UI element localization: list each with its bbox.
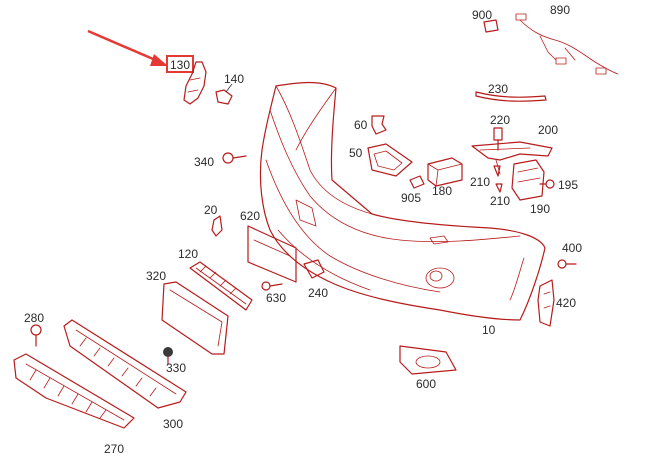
highlight-arrow-head [150,54,168,66]
part-905-connector[interactable] [409,175,425,189]
part-320-panel[interactable] [161,281,229,355]
part-50-bracket[interactable] [367,143,413,177]
part-195-screw[interactable] [539,179,555,189]
callout-140[interactable]: 140 [224,72,244,86]
callout-210-upper[interactable]: 210 [470,175,490,189]
callout-890[interactable]: 890 [550,3,570,17]
callout-195[interactable]: 195 [558,178,578,192]
part-240-cover[interactable] [303,259,325,279]
part-210-fastener[interactable] [493,165,503,193]
part-400-screw[interactable] [557,259,577,269]
part-330-clip[interactable] [163,347,173,365]
callout-10[interactable]: 10 [482,323,496,337]
callout-220[interactable]: 220 [490,113,510,127]
part-300-lower-grille[interactable] [63,319,187,409]
part-130-clip[interactable] [183,61,207,105]
part-340-screw[interactable] [222,152,247,164]
callout-190[interactable]: 190 [530,202,550,216]
callout-130[interactable]: 130 [170,58,190,72]
part-140-clip[interactable] [215,83,233,105]
callout-200[interactable]: 200 [538,123,558,137]
callout-320[interactable]: 320 [146,269,166,283]
part-900-connector[interactable] [483,19,499,33]
part-890-harness[interactable] [515,13,619,75]
part-200-bracket[interactable] [471,141,553,175]
part-10-bumper[interactable] [259,81,546,321]
callout-340[interactable]: 340 [194,155,214,169]
callout-120[interactable]: 120 [178,247,198,261]
callout-330[interactable]: 330 [166,361,186,375]
callout-905[interactable]: 905 [401,191,421,205]
highlight-arrow [87,29,161,64]
callout-240[interactable]: 240 [308,286,328,300]
callout-50[interactable]: 50 [349,146,363,160]
part-220-bolt[interactable] [493,127,503,151]
part-620-plate[interactable] [247,225,297,283]
part-600-bezel[interactable] [399,345,457,375]
callout-600[interactable]: 600 [416,377,436,391]
callout-630[interactable]: 630 [266,291,286,305]
callout-420[interactable]: 420 [556,296,576,310]
callout-620[interactable]: 620 [240,209,260,223]
part-420-bracket[interactable] [537,279,555,327]
callout-60[interactable]: 60 [354,118,368,132]
callout-180[interactable]: 180 [432,184,452,198]
part-270-grille[interactable] [13,353,135,429]
part-230-strip[interactable] [475,91,547,102]
highlight-box [166,55,194,73]
callout-280[interactable]: 280 [24,311,44,325]
part-280-screw[interactable] [30,324,42,347]
callout-230[interactable]: 230 [488,82,508,96]
part-60-clip[interactable] [371,115,387,135]
part-180-module[interactable] [427,157,463,187]
callout-300[interactable]: 300 [163,417,183,431]
callout-270[interactable]: 270 [104,442,124,456]
part-190-bracket[interactable] [511,159,545,201]
callout-210-lower[interactable]: 210 [490,194,510,208]
callout-20[interactable]: 20 [204,203,218,217]
callout-400[interactable]: 400 [562,241,582,255]
part-120-grille[interactable] [189,261,253,311]
callout-900[interactable]: 900 [472,8,492,22]
part-630-screw[interactable] [261,281,283,291]
part-20-bracket[interactable] [211,215,223,237]
